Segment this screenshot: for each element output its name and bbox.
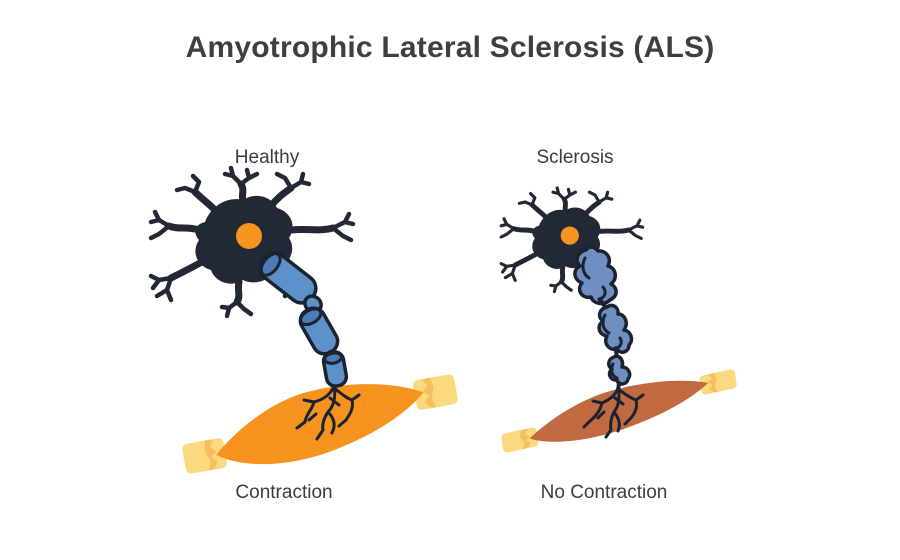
sclerotic-motor-neuron — [501, 188, 642, 292]
healthy-muscle — [174, 354, 465, 490]
label-sclerosis: Sclerosis — [536, 147, 614, 168]
label-healthy: Healthy — [234, 147, 300, 168]
page-title: Amyotrophic Lateral Sclerosis (ALS) — [185, 31, 715, 64]
healthy-axon-terminals — [295, 384, 361, 441]
healthy-motor-neuron — [151, 168, 353, 316]
sclerotic-degenerated-axon — [573, 245, 634, 393]
label-contraction: Contraction — [235, 482, 333, 503]
label-no-contraction: No Contraction — [540, 482, 668, 503]
sclerotic-axon-terminals — [582, 386, 645, 439]
healthy-myelinated-axon — [258, 251, 349, 388]
